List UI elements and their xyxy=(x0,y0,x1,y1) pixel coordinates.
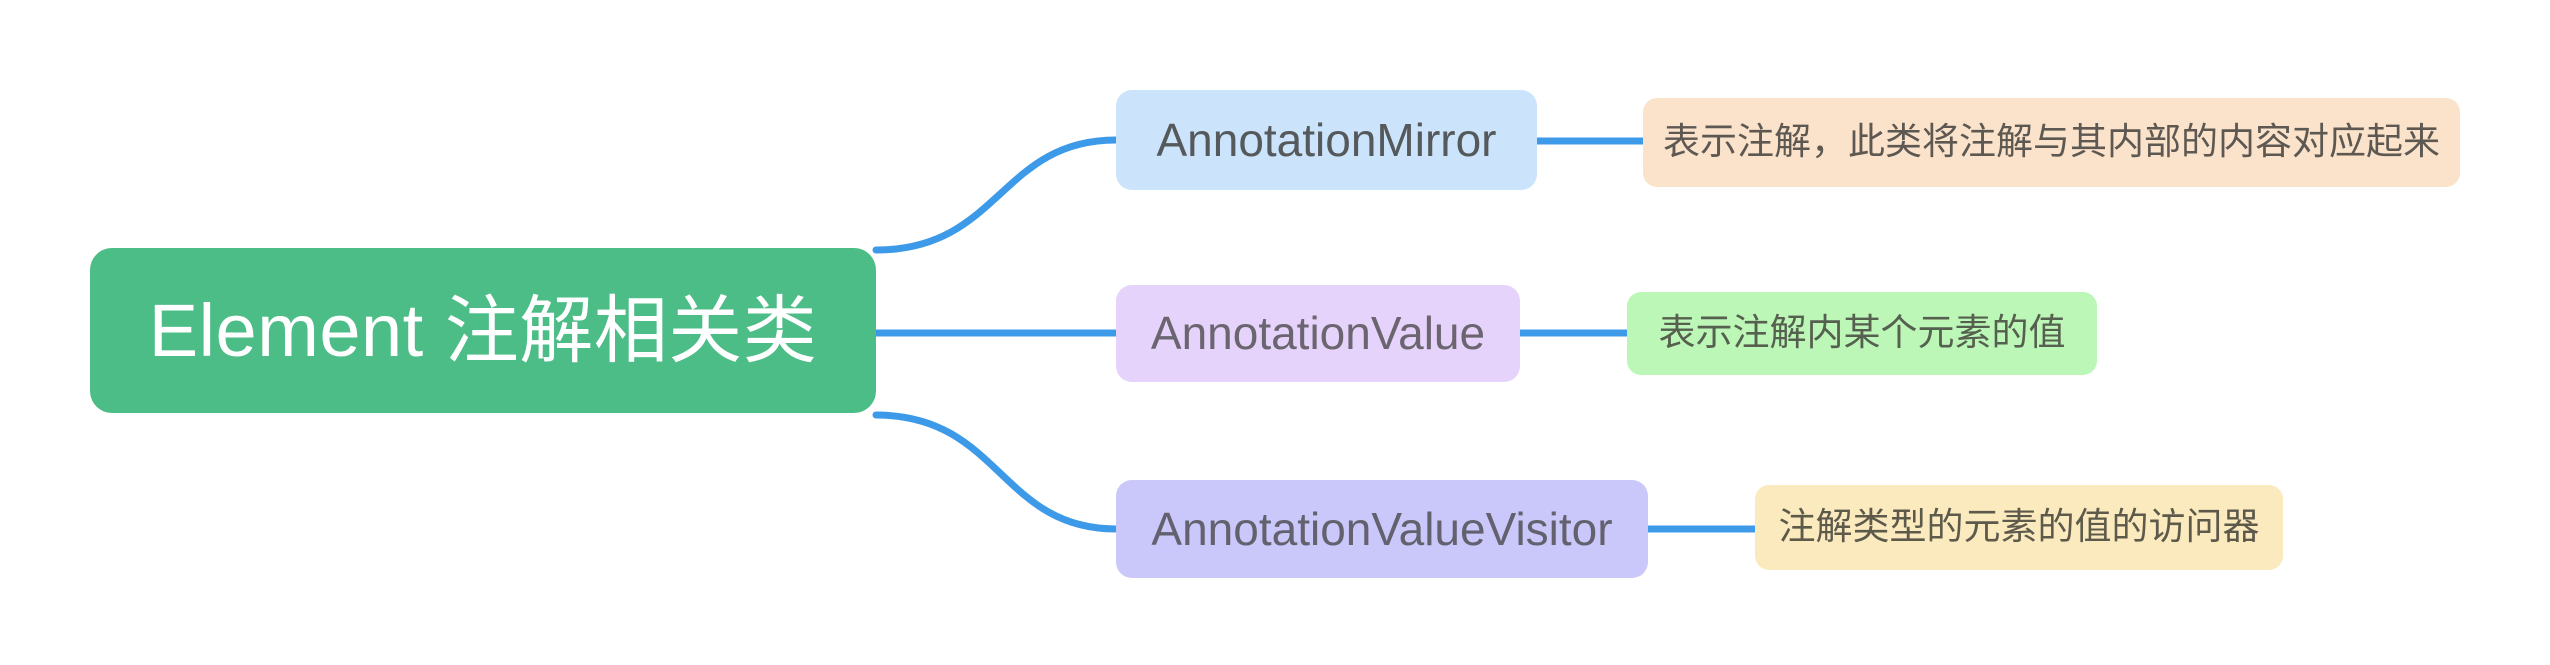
node-annotation-mirror-description-label: 表示注解，此类将注解与其内部的内容对应起来 xyxy=(1663,121,2440,163)
node-annotation-value[interactable]: AnnotationValue xyxy=(1116,285,1520,382)
node-annotation-value-description[interactable]: 表示注解内某个元素的值 xyxy=(1627,292,2097,375)
node-annotation-value-visitor[interactable]: AnnotationValueVisitor xyxy=(1116,480,1648,578)
node-annotation-mirror[interactable]: AnnotationMirror xyxy=(1116,90,1537,190)
node-annotation-value-visitor-description[interactable]: 注解类型的元素的值的访问器 xyxy=(1755,485,2283,570)
node-annotation-value-visitor-description-label: 注解类型的元素的值的访问器 xyxy=(1778,506,2260,548)
node-annotation-value-label: AnnotationValue xyxy=(1150,307,1486,360)
root-node-element-annotation-classes[interactable]: Element 注解相关类 xyxy=(90,248,876,413)
root-node-label: Element 注解相关类 xyxy=(148,288,818,372)
edge-root-to-annotation-mirror xyxy=(872,136,1120,254)
edge-root-to-annotation-value-visitor xyxy=(872,411,1120,533)
node-annotation-mirror-label: AnnotationMirror xyxy=(1156,113,1497,166)
node-annotation-mirror-description[interactable]: 表示注解，此类将注解与其内部的内容对应起来 xyxy=(1643,98,2460,187)
node-annotation-value-description-label: 表示注解内某个元素的值 xyxy=(1658,312,2066,354)
node-annotation-value-visitor-label: AnnotationValueVisitor xyxy=(1151,502,1613,555)
